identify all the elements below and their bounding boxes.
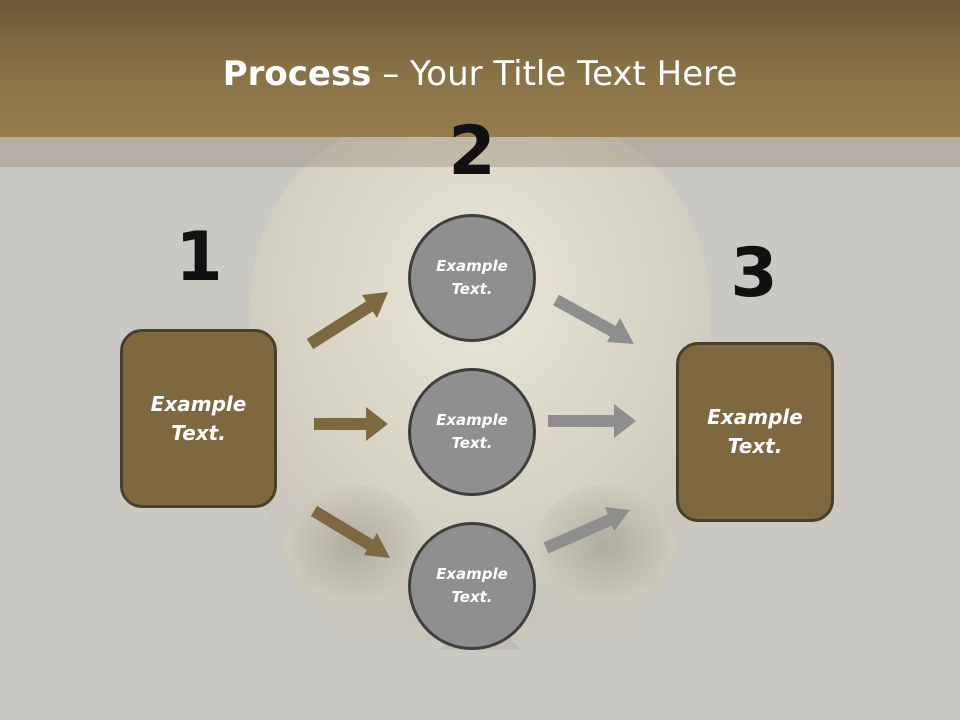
- step-number-1[interactable]: 1: [175, 218, 223, 297]
- arrow-right-brown: [314, 407, 388, 441]
- arrow-down-right-brown: [310, 505, 390, 558]
- arrow-right-gray: [548, 404, 636, 438]
- title-rest: – Your Title Text Here: [371, 54, 738, 94]
- arrow-up-right-brown: [306, 292, 388, 350]
- step-2-circle-middle[interactable]: Example Text.: [408, 368, 536, 496]
- step-number-2[interactable]: 2: [448, 112, 496, 191]
- circle-label: Example Text.: [436, 257, 508, 298]
- step-3-box[interactable]: Example Text.: [676, 342, 834, 522]
- title-bar: [0, 0, 960, 137]
- circle-label: Example Text.: [436, 411, 508, 452]
- step-2-circle-bottom[interactable]: Example Text.: [408, 522, 536, 650]
- step-1-label: Example Text.: [150, 391, 247, 445]
- arrow-down-right-gray: [553, 294, 634, 344]
- title-strong: Process: [222, 54, 372, 94]
- step-3-label: Example Text.: [707, 405, 803, 458]
- step-1-box[interactable]: Example Text.: [120, 329, 277, 508]
- arrow-up-right-gray: [543, 507, 630, 554]
- step-number-3[interactable]: 3: [730, 234, 778, 313]
- circle-label: Example Text.: [436, 565, 508, 606]
- slide-title[interactable]: Process – Your Title Text Here: [0, 52, 960, 96]
- title-bar-band: [0, 137, 960, 167]
- step-2-circle-top[interactable]: Example Text.: [408, 214, 536, 342]
